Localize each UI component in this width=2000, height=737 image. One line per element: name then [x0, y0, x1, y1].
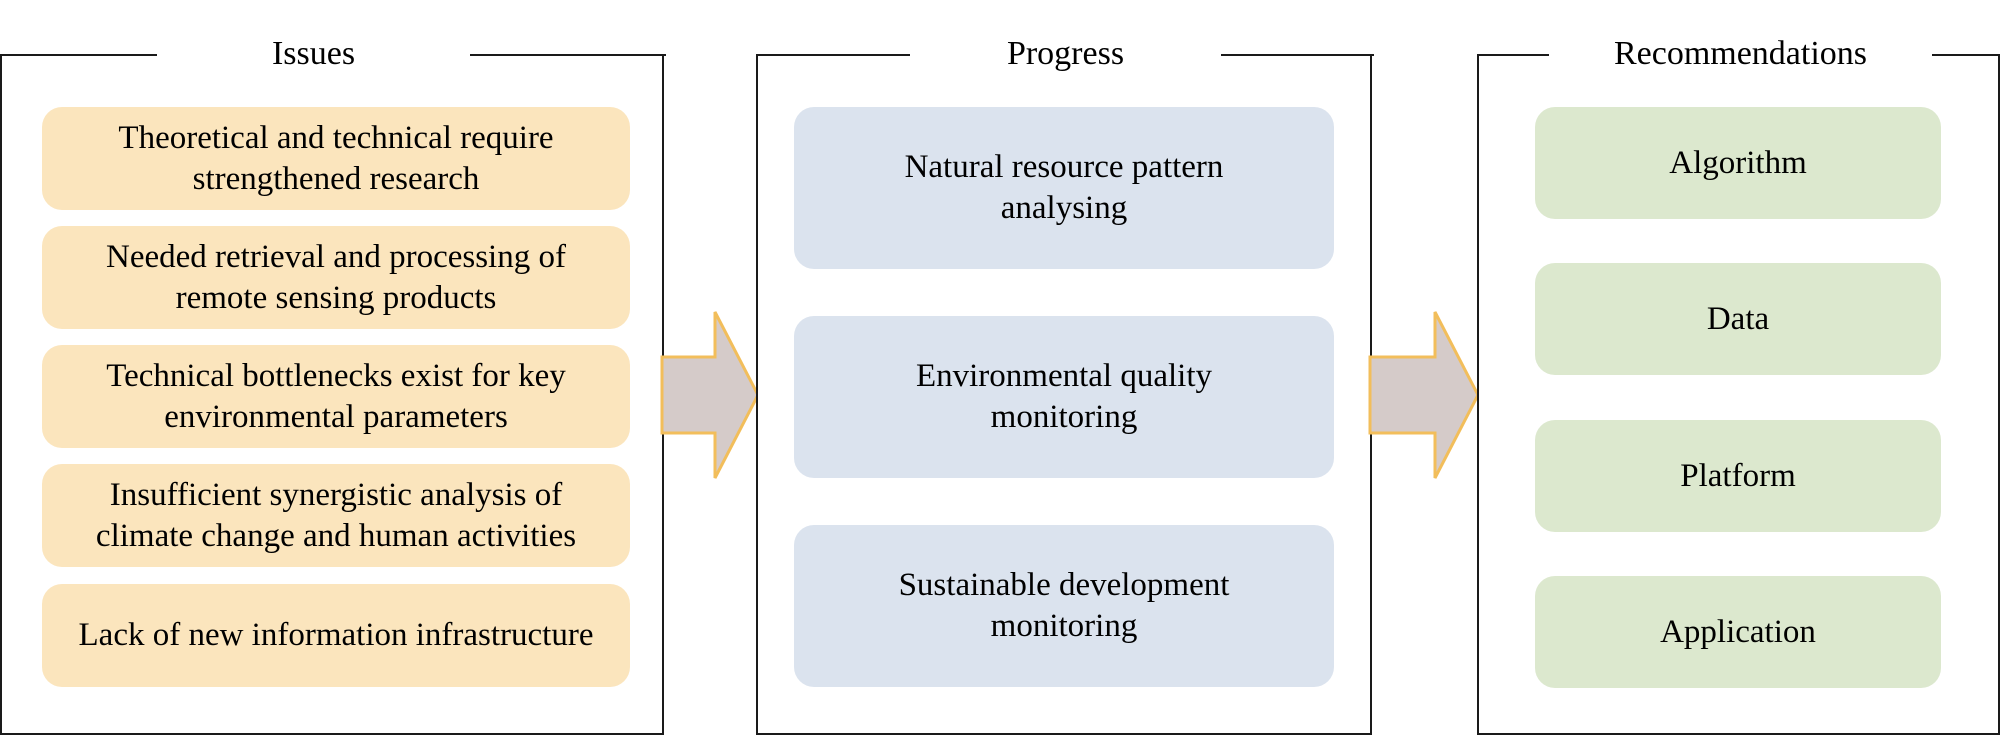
progress-text-2: Environmental quality monitoring — [915, 358, 1213, 435]
issues-panel: Issues Theoretical and technical require… — [0, 34, 666, 735]
issue-box-1: Theoretical and technical require streng… — [42, 107, 630, 210]
arrow-right-icon — [1368, 311, 1480, 479]
issue-text-5: Lack of new information infrastructure — [78, 617, 594, 653]
progress-box-2: Environmental quality monitoring — [794, 316, 1334, 478]
progress-panel: Progress Natural resource pattern analys… — [756, 34, 1374, 735]
progress-text-3: Sustainable development monitoring — [898, 567, 1230, 644]
issue-text-1: Theoretical and technical require streng… — [118, 119, 554, 197]
issues-heading: Issues — [157, 34, 470, 74]
recommendations-panel: Recommendations Algorithm Data Platform … — [1477, 34, 2000, 735]
recommendation-box-1: Algorithm — [1535, 107, 1941, 219]
progress-heading: Progress — [910, 34, 1221, 74]
progress-text-1: Natural resource pattern analysing — [904, 149, 1224, 226]
issue-box-4: Insufficient synergistic analysis of cli… — [42, 464, 630, 567]
progress-box-3: Sustainable development monitoring — [794, 525, 1334, 687]
progress-box-1: Natural resource pattern analysing — [794, 107, 1334, 269]
recommendation-text-2: Data — [1706, 300, 1770, 337]
issue-text-2: Needed retrieval and processing of remot… — [106, 238, 566, 316]
issue-box-3: Technical bottlenecks exist for key envi… — [42, 345, 630, 448]
recommendations-heading: Recommendations — [1549, 34, 1932, 74]
issue-text-4: Insufficient synergistic analysis of cli… — [95, 476, 577, 554]
issue-box-2: Needed retrieval and processing of remot… — [42, 226, 630, 329]
recommendation-box-4: Application — [1535, 576, 1941, 688]
recommendation-text-4: Application — [1660, 613, 1816, 650]
recommendation-text-3: Platform — [1680, 457, 1796, 494]
recommendation-box-3: Platform — [1535, 420, 1941, 532]
issue-box-5: Lack of new information infrastructure — [42, 584, 630, 687]
arrow-right-icon — [660, 311, 760, 479]
issue-text-3: Technical bottlenecks exist for key envi… — [106, 357, 566, 435]
recommendation-text-1: Algorithm — [1669, 144, 1807, 181]
recommendation-box-2: Data — [1535, 263, 1941, 375]
